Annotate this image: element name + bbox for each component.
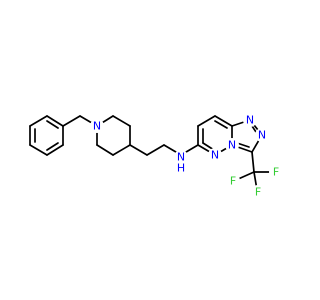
bond-pyd-3 xyxy=(214,115,233,127)
bond-benzene-inner-2 xyxy=(46,142,59,151)
bond-phenyl-ch2 xyxy=(62,115,81,127)
atom-piperidine-n: N xyxy=(93,120,101,133)
bond-benzene-6 xyxy=(29,115,48,127)
atom-triazole-n1: N xyxy=(246,114,254,127)
atom-labels: N N H N N N N F F F xyxy=(90,113,283,199)
bond-benzene-3 xyxy=(46,144,64,156)
atom-triazole-n2: N xyxy=(258,129,266,142)
atom-amine-n: N xyxy=(177,151,185,164)
atom-fluorine-3: F xyxy=(230,175,236,188)
bond-benzene-1 xyxy=(46,115,64,127)
bond-benzene-inner-3 xyxy=(46,120,59,129)
atom-bridge-n: N xyxy=(228,139,236,152)
molecule-canvas: N N H N N N N F F F xyxy=(29,113,283,199)
bond-tri-4-inner xyxy=(236,142,250,148)
atom-fluorine-1: F xyxy=(273,166,279,179)
bond-linker-1 xyxy=(129,144,148,156)
atom-amine-h: H xyxy=(177,162,185,175)
molecule-structure: N N H N N N N F F F xyxy=(29,113,283,199)
atom-pyridazine-n: N xyxy=(211,149,219,162)
bond-pyd-2 xyxy=(197,115,216,127)
bond-pip-5 xyxy=(96,144,114,156)
bond-benzene-4 xyxy=(29,144,48,156)
bond-pip-4 xyxy=(112,144,131,156)
bond-cf3-c xyxy=(251,151,255,173)
bond-pyd-3-inner xyxy=(214,120,228,129)
bond-pip-2 xyxy=(112,115,131,127)
bond-linker-2 xyxy=(146,144,165,156)
atom-fluorine-2: F xyxy=(255,186,261,199)
